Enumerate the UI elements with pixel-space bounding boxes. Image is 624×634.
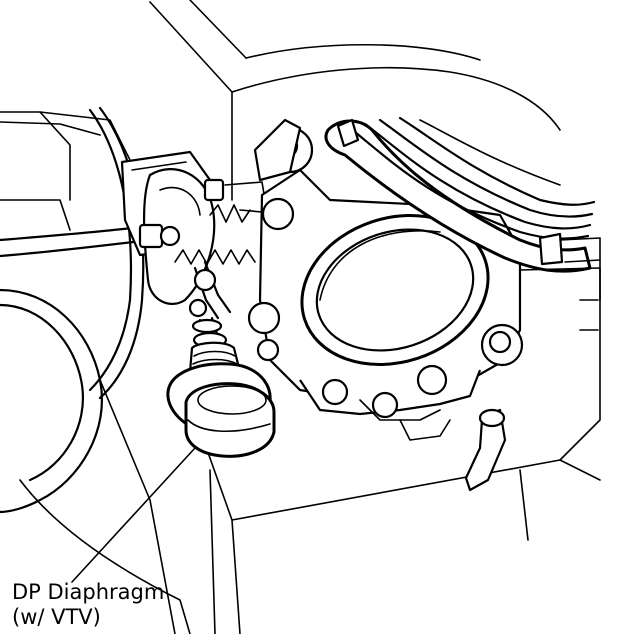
- intake-duct: [0, 106, 191, 634]
- engine-background-outline: [0, 0, 601, 634]
- coolant-hoses: [324, 116, 601, 301]
- callout-leader-line: [71, 447, 196, 583]
- vacuum-hose: [0, 224, 152, 258]
- label-line-2: (w/ VTV): [12, 605, 101, 629]
- throttle-linkage: [120, 150, 269, 320]
- label-line-1: DP Diaphragm: [12, 580, 165, 604]
- dp-diaphragm-label: DP Diaphragm (w/ VTV): [12, 580, 164, 630]
- dp-diaphragm: [166, 316, 276, 458]
